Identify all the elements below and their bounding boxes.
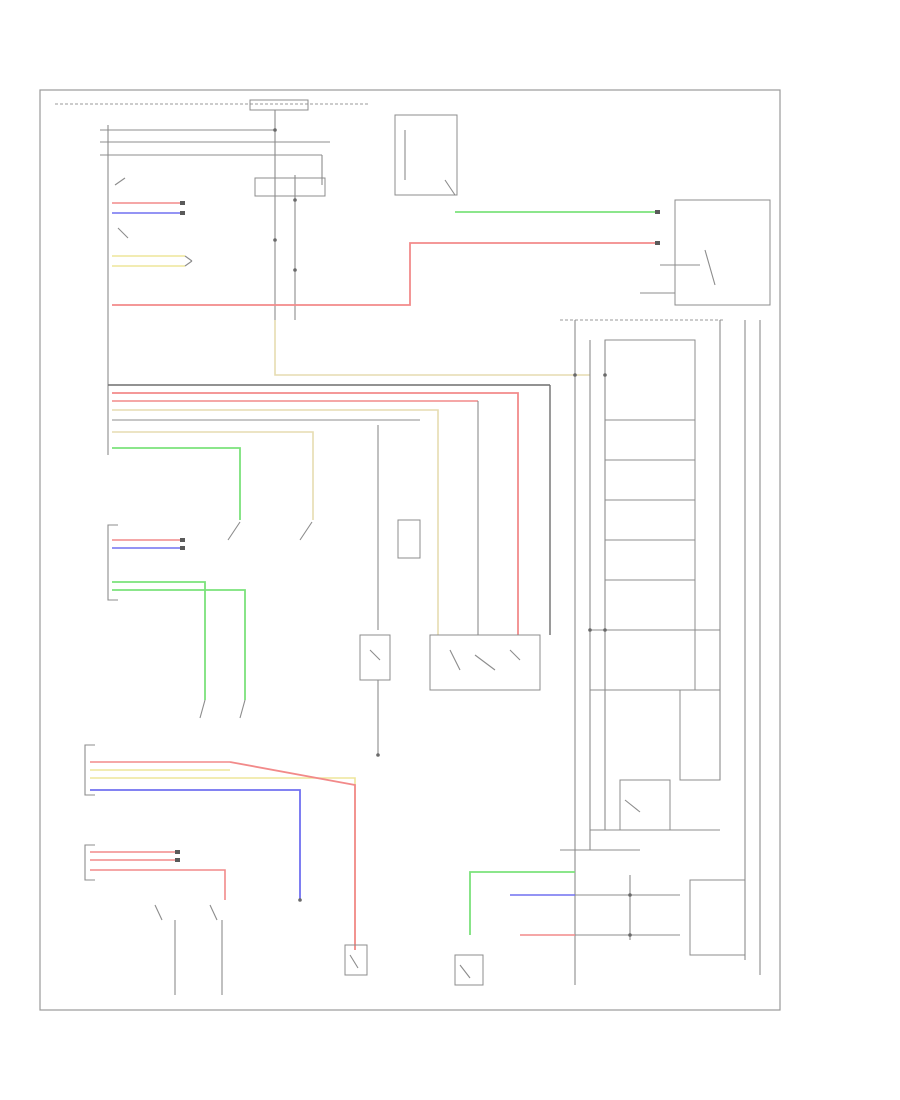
top-section <box>55 99 771 985</box>
right-module-box <box>674 199 771 306</box>
diagram-frame <box>39 89 781 1011</box>
junction-dots <box>273 128 632 937</box>
bottom-left-switches <box>84 699 368 995</box>
bottom-right <box>454 689 746 986</box>
bottom-right-module <box>689 879 746 956</box>
left-middle-connector <box>107 521 313 700</box>
right-stack <box>590 339 720 831</box>
mid-harness <box>108 384 551 635</box>
center-switch-box <box>429 634 541 691</box>
center-relays <box>359 634 541 755</box>
wire-pins <box>175 201 660 862</box>
